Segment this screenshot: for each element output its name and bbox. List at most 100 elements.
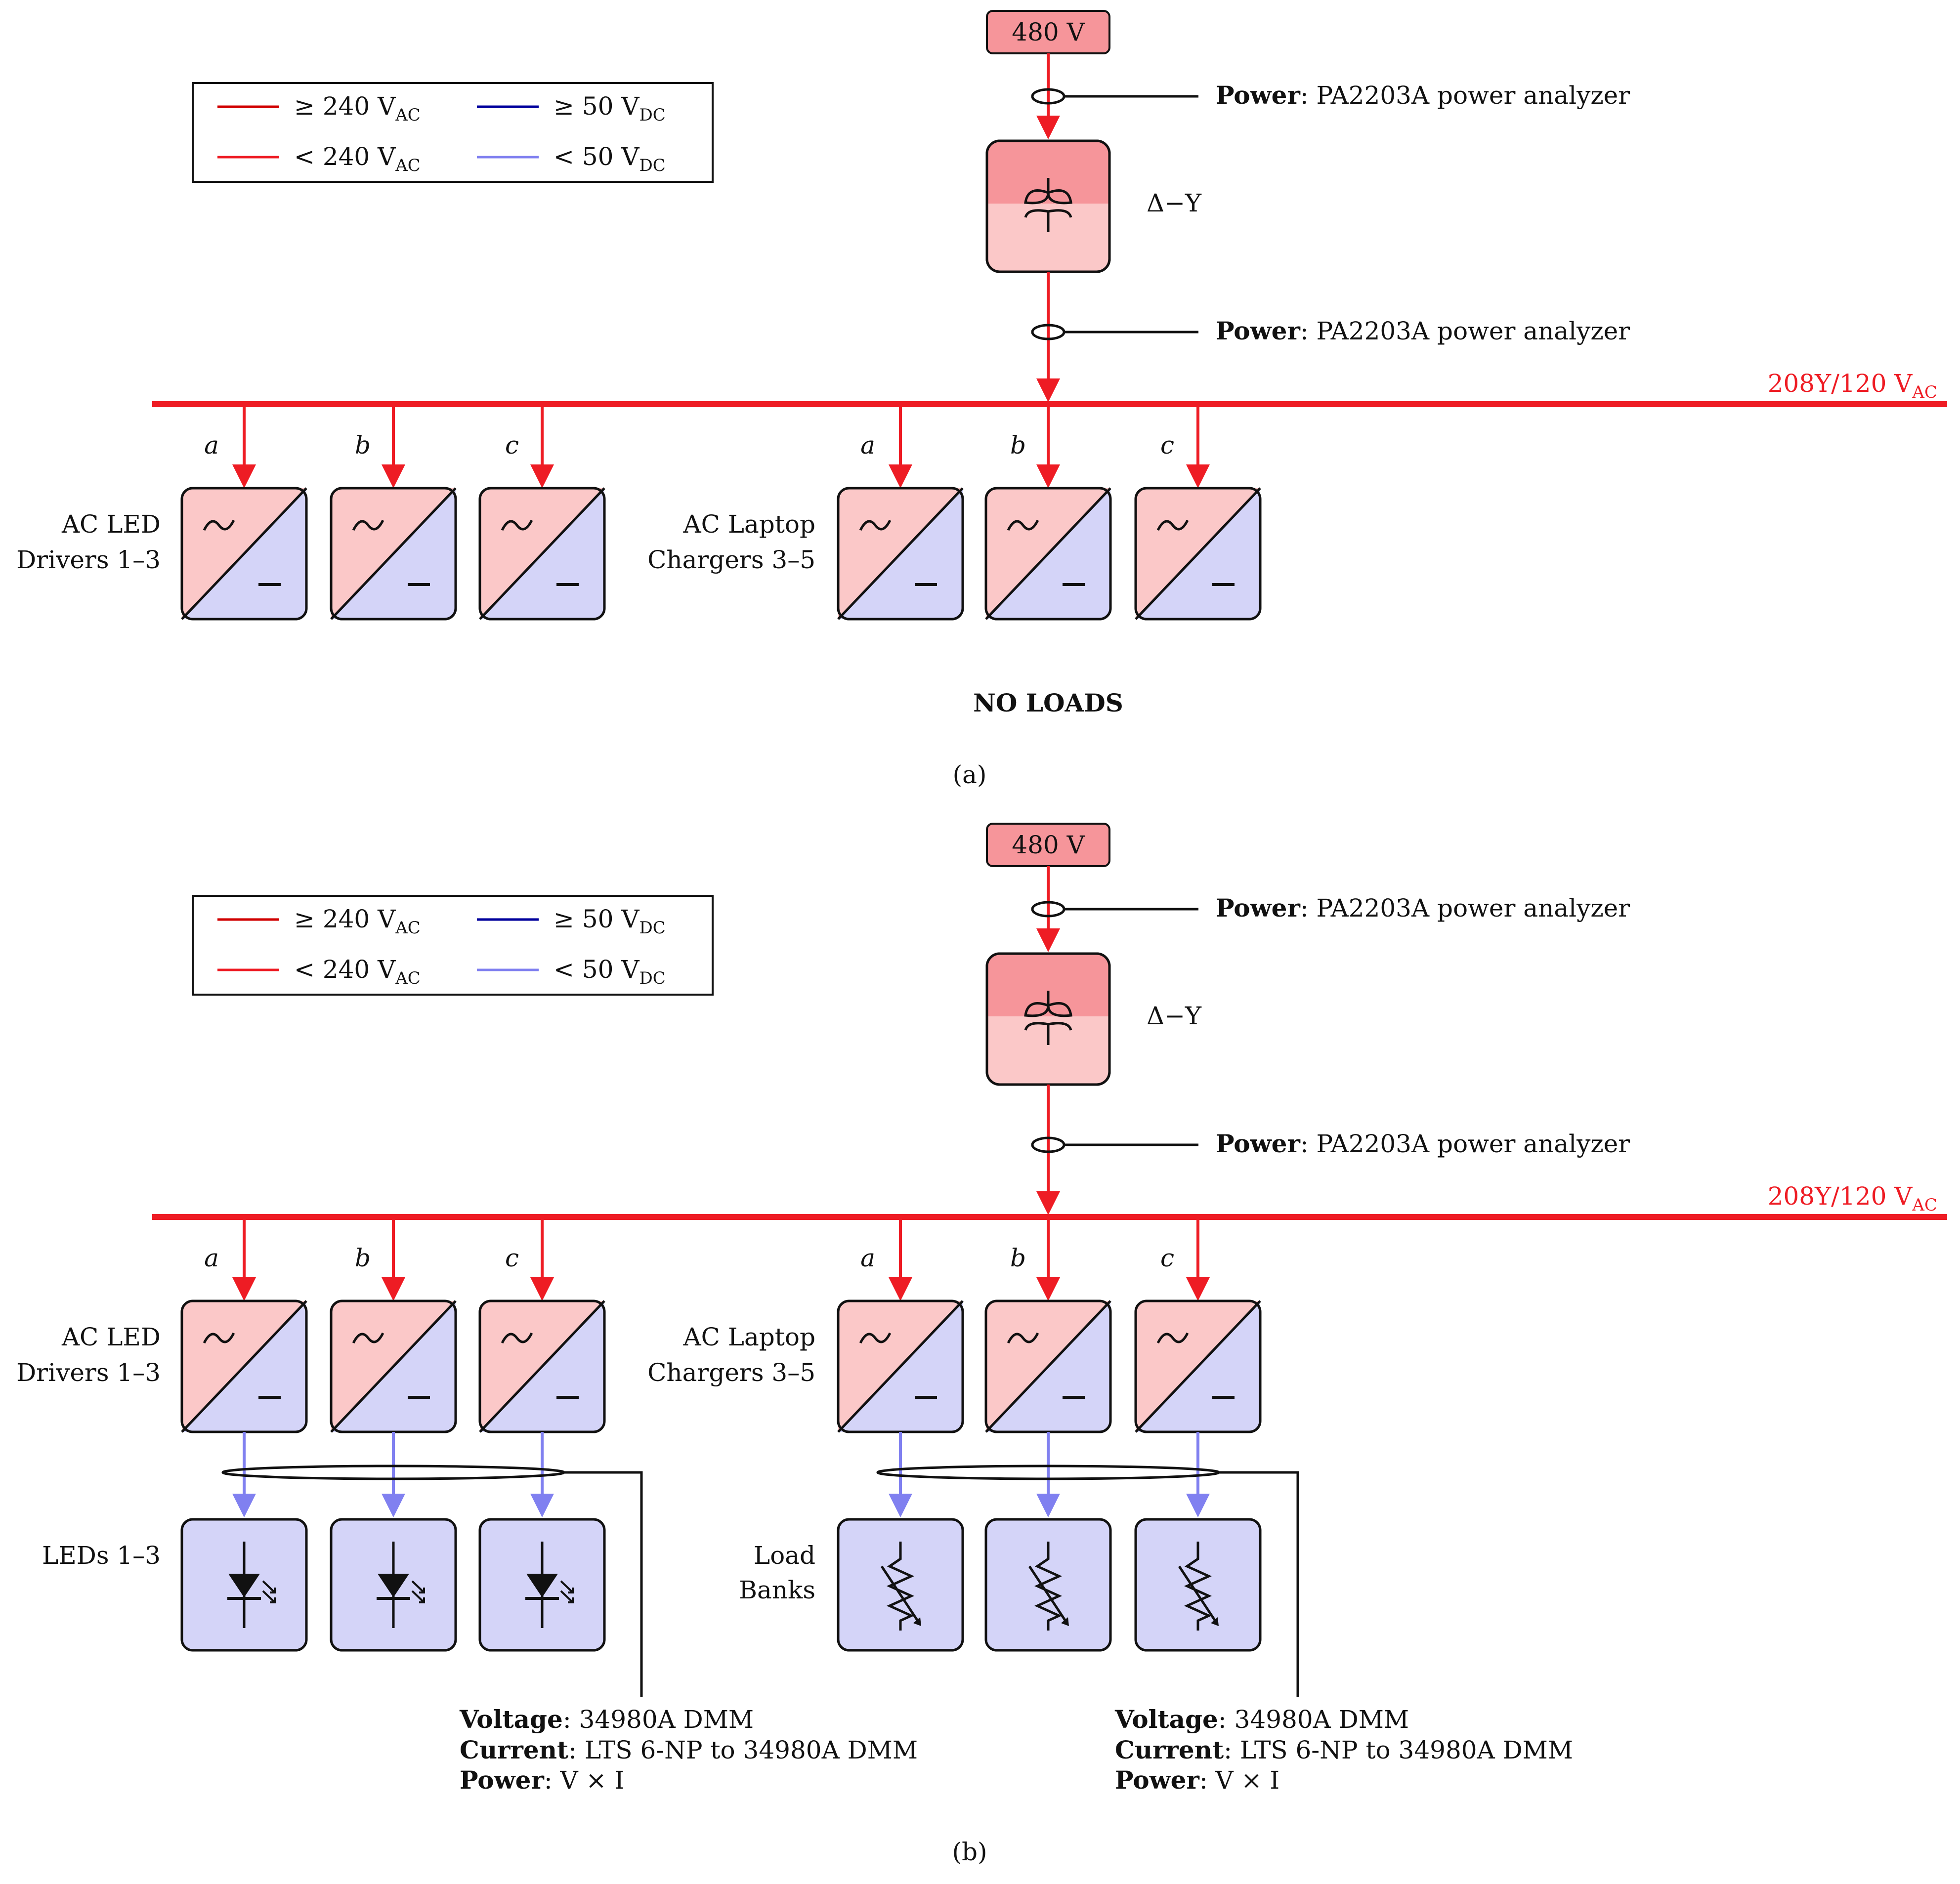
transformer-config-label: Δ−Y — [1147, 1002, 1202, 1030]
legend-box — [192, 82, 714, 183]
phase-drops — [232, 407, 1210, 488]
phase-label: c — [1160, 1244, 1174, 1272]
load-banks-label-line2: Banks — [739, 1576, 815, 1604]
sine-wave-icon — [352, 519, 384, 531]
svg-text:Current: LTS 6-NP to 34980A DM: Current: LTS 6-NP to 34980A DMM — [1115, 1735, 1573, 1764]
dc-feeds — [232, 1432, 1210, 1517]
sine-wave-icon — [501, 1332, 533, 1344]
led-drivers-label-line1: AC LED — [61, 510, 161, 539]
sine-wave-icon — [1156, 519, 1189, 531]
svg-text:Current: LTS 6-NP to 34980A DM: Current: LTS 6-NP to 34980A DMM — [460, 1735, 918, 1764]
led-icon — [525, 1542, 574, 1628]
legend-ac-low: < 240 VAC — [294, 142, 421, 175]
phase-label: c — [505, 431, 519, 460]
legend-ac-high: ≥ 240 VAC — [294, 905, 421, 938]
power-meter-label-2: Power: PA2203A power analyzer — [1216, 1129, 1630, 1158]
legend-dc-low: < 50 VDC — [554, 955, 666, 988]
led-drivers-label-line1: AC LED — [61, 1323, 161, 1351]
leds-label: LEDs 1–3 — [42, 1541, 161, 1570]
phase-label: b — [355, 431, 371, 460]
sine-wave-icon — [352, 1332, 384, 1344]
phase-drops — [232, 1220, 1210, 1301]
bus-voltage-label: 208Y/120 VAC — [1768, 1182, 1937, 1215]
ac-dc-converter — [837, 487, 964, 621]
phase-label: a — [204, 1244, 219, 1272]
laptop-chargers-label-line2: Chargers 3–5 — [647, 1358, 815, 1387]
transformer-config-label: Δ−Y — [1147, 189, 1202, 217]
sine-wave-icon — [1156, 1332, 1189, 1344]
transformer-icon — [1024, 991, 1072, 1045]
source-480v-label: 480 V — [1012, 831, 1085, 859]
dc-sensor-lead-leds — [564, 1471, 643, 1697]
sine-wave-icon — [1007, 1332, 1039, 1344]
variable-resistor-icon — [1028, 1542, 1069, 1631]
svg-text:Power: V × I: Power: V × I — [460, 1765, 624, 1795]
panel-a: ≥ 240 VAC ≥ 50 VDC < 240 VAC < 50 VDC 48… — [16, 10, 1947, 789]
ac-dc-converter — [478, 1299, 606, 1433]
ac-dc-converter — [984, 487, 1112, 621]
led-icon — [377, 1542, 425, 1628]
dc-sensor-lead-loadbanks — [1219, 1471, 1299, 1697]
transformer-block — [985, 952, 1111, 1086]
power-meter-label-1: Power: PA2203A power analyzer — [1216, 893, 1630, 922]
legend-dc-high: ≥ 50 VDC — [554, 92, 666, 125]
source-480v-label: 480 V — [1012, 18, 1085, 46]
load-bank — [837, 1518, 964, 1652]
power-meter-label-1: Power: PA2203A power analyzer — [1216, 81, 1630, 110]
panel-a-caption: (a) — [953, 760, 987, 789]
load-bank — [1134, 1518, 1262, 1652]
laptop-chargers-label-line2: Chargers 3–5 — [647, 545, 815, 574]
led-drivers-label-line2: Drivers 1–3 — [16, 545, 161, 574]
legend: ≥ 240 VAC ≥ 50 VDC < 240 VAC < 50 VDC — [192, 895, 714, 996]
phase-label: c — [505, 1244, 519, 1272]
ac-dc-converter — [180, 1299, 308, 1433]
load-banks-label-line1: Load — [754, 1541, 815, 1570]
dc-measurement-note-loadbanks: Voltage: 34980A DMM Current: LTS 6-NP to… — [1114, 1705, 1573, 1795]
ac-dc-converter — [1134, 1299, 1262, 1433]
variable-resistor-icon — [880, 1542, 921, 1631]
legend-box — [192, 895, 714, 996]
phase-label: b — [355, 1244, 371, 1272]
ac-dc-converter — [478, 487, 606, 621]
ac-dc-converter — [330, 487, 457, 621]
sine-wave-icon — [203, 1332, 235, 1344]
panel-b-caption: (b) — [952, 1838, 987, 1866]
svg-text:Power: V × I: Power: V × I — [1115, 1765, 1279, 1795]
legend-dc-high: ≥ 50 VDC — [554, 905, 666, 938]
ac-dc-converter — [837, 1299, 964, 1433]
laptop-chargers-label-line1: AC Laptop — [683, 1323, 815, 1351]
sine-wave-icon — [501, 519, 533, 531]
legend: ≥ 240 VAC ≥ 50 VDC < 240 VAC < 50 VDC — [192, 82, 714, 183]
ac-dc-converter — [330, 1299, 457, 1433]
laptop-chargers-label-line1: AC Laptop — [683, 510, 815, 539]
sine-wave-icon — [1007, 519, 1039, 531]
phase-label: c — [1160, 431, 1174, 460]
sine-wave-icon — [203, 519, 235, 531]
phase-label: b — [1010, 1244, 1026, 1272]
svg-text:Voltage: 34980A DMM: Voltage: 34980A DMM — [1114, 1705, 1409, 1734]
transformer-icon — [1024, 178, 1072, 232]
led-drivers-label-line2: Drivers 1–3 — [16, 1358, 161, 1387]
phase-label: a — [860, 1244, 875, 1272]
power-meter-label-2: Power: PA2203A power analyzer — [1216, 316, 1630, 345]
led-icon — [227, 1542, 276, 1628]
transformer-block — [985, 139, 1111, 273]
legend-ac-low: < 240 VAC — [294, 955, 421, 988]
phase-label: a — [204, 431, 219, 460]
phase-label: b — [1010, 431, 1026, 460]
ac-dc-converter — [1134, 487, 1262, 621]
no-loads-label: NO LOADS — [973, 688, 1123, 717]
sine-wave-icon — [859, 1332, 892, 1344]
phase-label: a — [860, 431, 875, 460]
variable-resistor-icon — [1178, 1542, 1219, 1631]
load-bank — [984, 1518, 1112, 1652]
panel-b: ≥ 240 VAC ≥ 50 VDC < 240 VAC < 50 VDC 48… — [16, 823, 1947, 1866]
legend-ac-high: ≥ 240 VAC — [294, 92, 421, 125]
legend-dc-low: < 50 VDC — [554, 142, 666, 175]
ac-dc-converter — [984, 1299, 1112, 1433]
sine-wave-icon — [859, 519, 892, 531]
bus-voltage-label: 208Y/120 VAC — [1768, 369, 1937, 402]
ac-dc-converter — [180, 487, 308, 621]
svg-text:Voltage: 34980A DMM: Voltage: 34980A DMM — [459, 1705, 754, 1734]
